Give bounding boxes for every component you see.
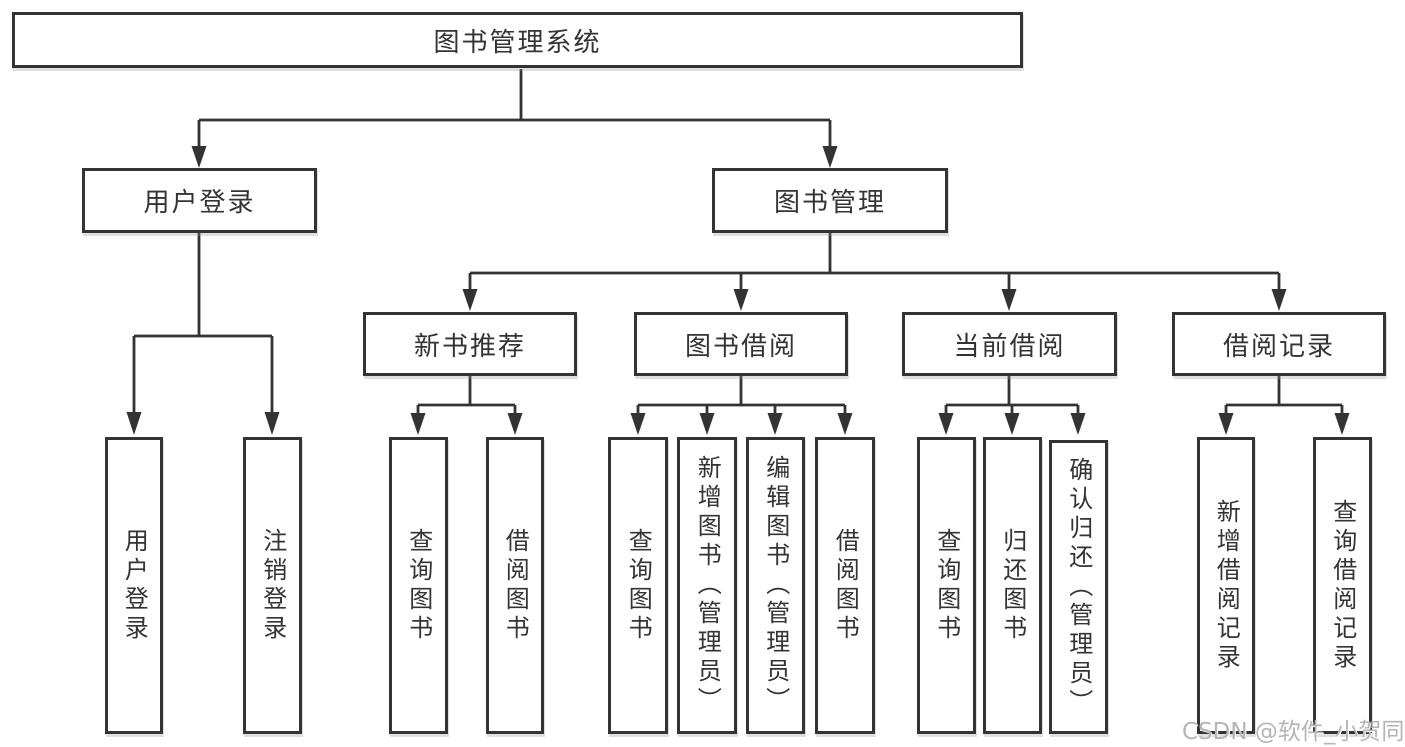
node-root: 图书管理系统 <box>12 12 1023 68</box>
node-borrow-records: 借阅记录 <box>1172 312 1386 376</box>
leaf-user-login: 用户登录 <box>105 437 163 734</box>
leaf-records-add-record: 新增借阅记录 <box>1197 437 1255 734</box>
connector-book-borrow-to-leaves <box>630 376 853 435</box>
node-current-borrow: 当前借阅 <box>902 312 1117 376</box>
node-book-management: 图书管理 <box>712 168 948 233</box>
leaf-recommend-borrow-books: 借阅图书 <box>486 437 544 734</box>
connector-current-borrow-to-leaves <box>938 376 1086 435</box>
leaf-current-return-books: 归还图书 <box>983 437 1042 734</box>
leaf-logout: 注销登录 <box>243 437 302 734</box>
connector-borrow-records-to-leaves <box>1218 376 1350 435</box>
leaf-current-query-books: 查询图书 <box>917 437 976 734</box>
connector-user-login-to-leaves <box>126 233 280 435</box>
node-user-login: 用户登录 <box>82 168 317 233</box>
leaf-recommend-query-books: 查询图书 <box>389 437 448 734</box>
leaf-borrow-borrow-books: 借阅图书 <box>815 437 875 734</box>
leaf-borrow-edit-books-admin: 编辑图书（管理员） <box>746 437 805 734</box>
watermark: CSDN @软件_小贺同学 <box>1182 719 1405 745</box>
node-book-borrow: 图书借阅 <box>634 312 848 376</box>
leaf-borrow-add-books-admin: 新增图书（管理员） <box>677 437 737 734</box>
leaf-records-query-record: 查询借阅记录 <box>1313 437 1372 734</box>
leaf-borrow-query-books: 查询图书 <box>608 437 668 734</box>
connector-book-management-to-level3 <box>462 233 1287 311</box>
connector-root-to-level2 <box>191 69 838 168</box>
connector-new-book-recommend-to-leaves <box>410 376 523 435</box>
leaf-current-confirm-return-admin: 确认归还（管理员） <box>1049 440 1108 734</box>
node-new-book-recommend: 新书推荐 <box>363 312 577 376</box>
